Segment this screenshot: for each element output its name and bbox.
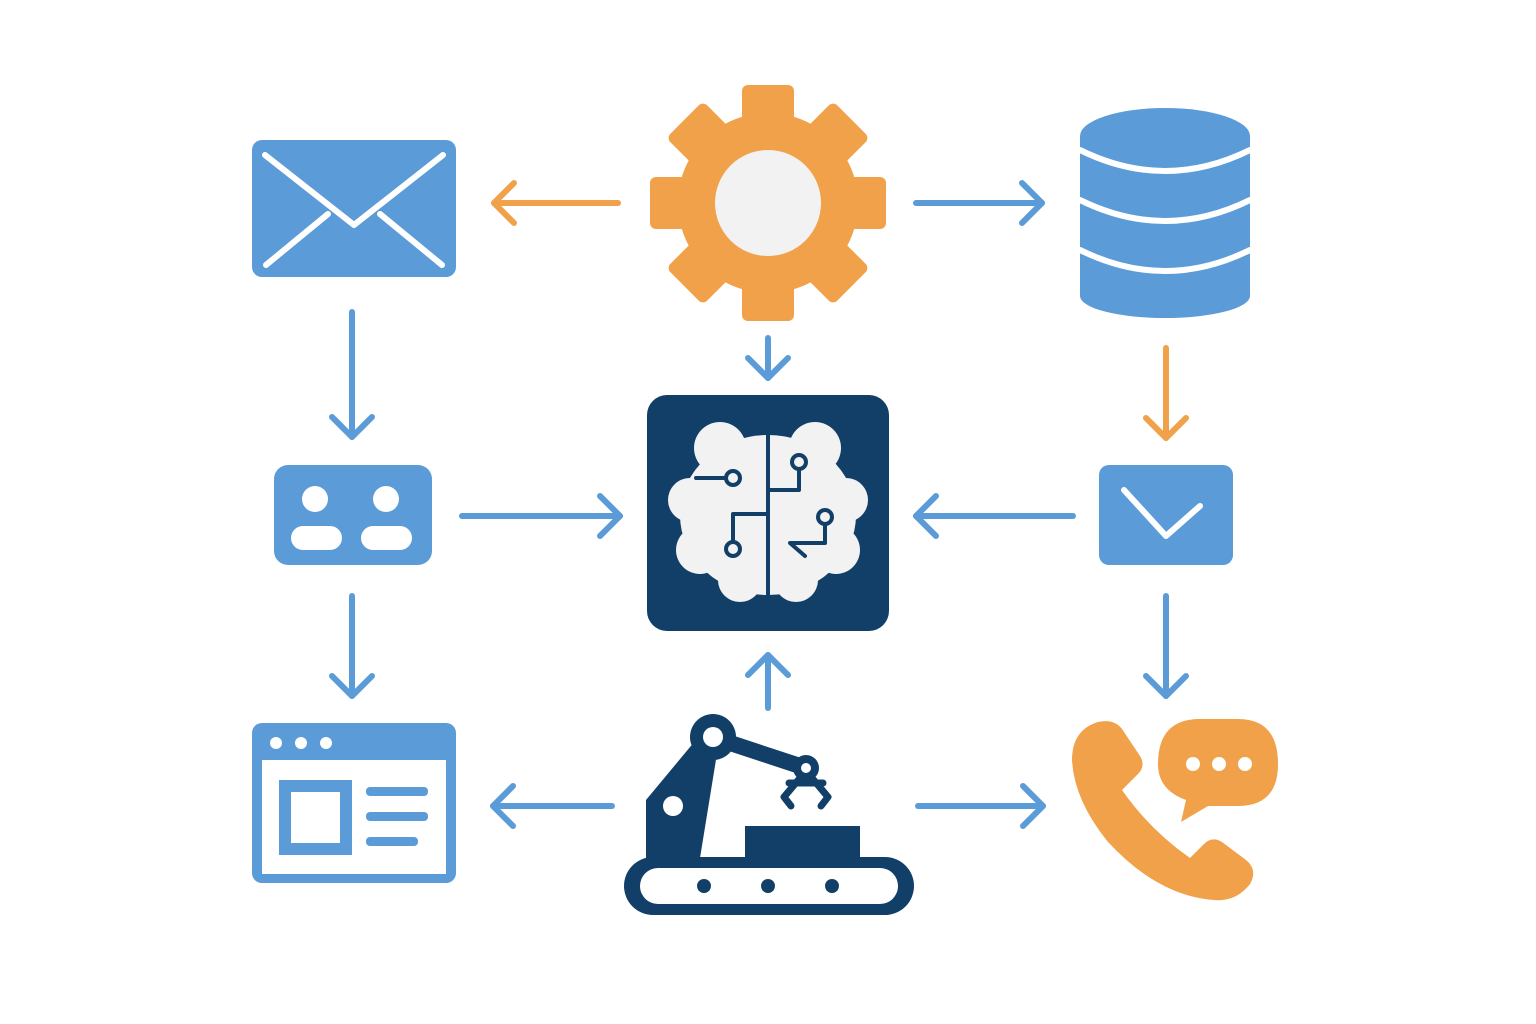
browser-window-icon (252, 723, 456, 883)
gear-icon (650, 85, 886, 321)
arrow-database-to-approval (1143, 345, 1189, 441)
arrow-settings-to-email (491, 180, 621, 226)
users-card-icon (274, 465, 432, 565)
arrow-settings-to-ai-brain (745, 335, 791, 381)
arrow-robotics-to-web-app (490, 783, 615, 829)
arrow-approval-to-ai-brain (913, 493, 1076, 539)
arrow-users-to-ai-brain (459, 493, 623, 539)
arrow-email-to-users (329, 309, 375, 440)
envelope-icon (252, 140, 456, 277)
arrow-robotics-to-phone-support (915, 783, 1046, 829)
database-icon (1077, 108, 1253, 318)
arrow-approval-to-phone-support (1143, 593, 1189, 699)
phone-chat-icon (1072, 719, 1278, 901)
arrow-settings-to-database (913, 180, 1045, 226)
arrow-robotics-to-ai-brain (745, 652, 791, 711)
ai-brain-icon (647, 395, 889, 631)
arrow-users-to-web-app (329, 593, 375, 699)
checkmark-box-icon (1099, 465, 1233, 565)
robot-arm-conveyor-icon (624, 714, 914, 915)
